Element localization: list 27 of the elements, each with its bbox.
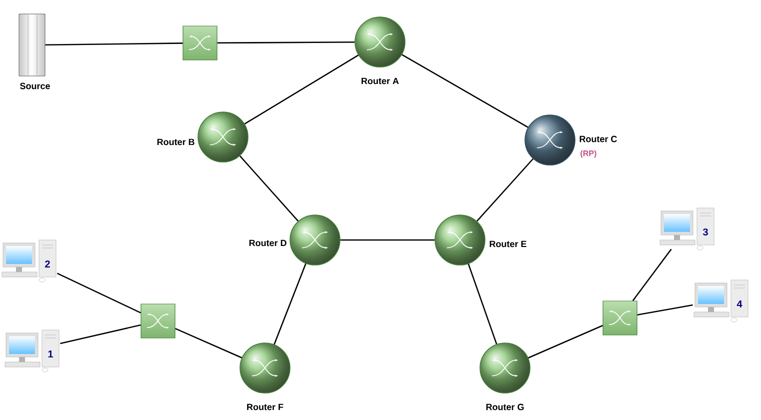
router-label: Router F — [247, 404, 284, 410]
router-label: Router G — [486, 404, 524, 410]
router-label: Router B — [157, 138, 194, 146]
network-link — [528, 324, 603, 358]
router-label: Router A — [362, 78, 399, 84]
switch-icon — [602, 300, 638, 336]
router-label: Router C — [580, 136, 617, 142]
network-link — [476, 158, 534, 222]
switch-icon — [140, 304, 176, 338]
network-link — [175, 328, 242, 358]
network-link — [402, 54, 528, 128]
network-link — [239, 156, 299, 222]
router-label: Source — [20, 82, 50, 90]
network-link — [56, 272, 141, 314]
switch-icon — [182, 26, 218, 60]
role-label: (RP) — [580, 150, 596, 158]
network-link — [468, 264, 498, 344]
network-link — [274, 263, 306, 345]
network-link — [637, 304, 693, 316]
router-label: Router D — [249, 240, 286, 246]
network-link — [45, 42, 183, 46]
network-link — [340, 239, 435, 241]
network-link — [632, 248, 672, 302]
network-link — [217, 42, 355, 44]
network-link — [244, 54, 359, 124]
network-link — [60, 324, 141, 344]
router-label: Router E — [490, 240, 526, 248]
